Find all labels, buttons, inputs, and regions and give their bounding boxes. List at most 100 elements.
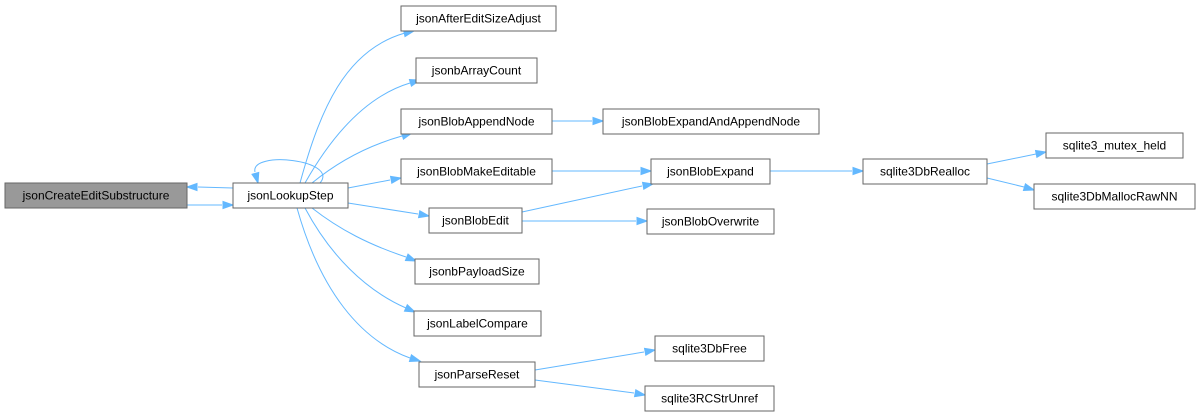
node-label: sqlite3RCStrUnref [661,392,758,406]
edge-sqlite3DbRealloc-to-sqlite3DbMallocRawNN [986,177,1036,192]
arrowhead-icon [636,216,649,226]
node-jsonLabelCompare[interactable]: jsonLabelCompare [413,310,542,337]
node-box[interactable] [4,182,188,209]
node-jsonBlobExpandAndAppendNode[interactable]: jsonBlobExpandAndAppendNode [602,108,820,135]
edge-line [311,135,403,184]
node-jsonAfterEditSizeAdjust[interactable]: jsonAfterEditSizeAdjust [400,5,557,32]
edge-jsonLookupStep-to-jsonLookupStep [251,159,324,185]
node-label: jsonbPayloadSize [428,265,525,279]
node-jsonBlobExpand[interactable]: jsonBlobExpand [650,158,771,185]
arrowhead-icon [633,388,647,398]
edge-line [311,207,407,258]
node-label: jsonBlobAppendNode [417,115,534,129]
arrowhead-icon [185,182,198,192]
nodes-layer: jsonCreateEditSubstructure jsonLookupStep… [4,5,1196,412]
node-jsonBlobAppendNode[interactable]: jsonBlobAppendNode [400,108,553,135]
arrowhead-icon [1022,182,1036,192]
node-jsonParseReset[interactable]: jsonParseReset [418,361,536,388]
arrowhead-icon [404,253,418,262]
node-jsonLookupStep[interactable]: jsonLookupStep [232,182,349,209]
arrowhead-icon [251,171,260,185]
node-jsonBlobEdit[interactable]: jsonBlobEdit [428,207,523,234]
node-box[interactable] [400,5,557,32]
edge-jsonLookupStep-to-jsonbPayloadSize [311,207,418,262]
arrowhead-icon [643,347,657,357]
edge-jsonParseReset-to-sqlite3DbFree [534,347,657,371]
node-label: jsonBlobExpandAndAppendNode [621,115,800,129]
node-box[interactable] [418,361,536,388]
node-label: jsonBlobEdit [441,214,509,228]
edge-jsonLookupStep-to-jsonCreateEditSubstructure [185,182,234,192]
node-box[interactable] [414,258,540,285]
node-box[interactable] [650,158,771,185]
node-box[interactable] [415,57,538,84]
edge-jsonBlobEdit-to-jsonBlobOverwrite [522,216,649,226]
node-box[interactable] [400,108,553,135]
edge-line [534,351,645,371]
node-label: jsonBlobExpand [666,165,754,179]
node-label: sqlite3_mutex_held [1063,139,1166,153]
edge-jsonCreateEditSubstructure-to-jsonLookupStep [187,200,235,210]
edge-line [304,82,411,184]
node-label: sqlite3DbRealloc [880,165,970,179]
arrowhead-icon [1034,149,1048,159]
edge-jsonBlobAppendNode-to-jsonBlobExpandAndAppendNode [552,116,605,126]
node-box[interactable] [428,207,523,234]
edge-line [197,186,234,189]
edge-line [986,153,1037,165]
edge-line [986,177,1025,188]
edge-line [304,207,407,309]
node-label: jsonAfterEditSizeAdjust [415,12,541,26]
node-box[interactable] [644,385,775,412]
node-jsonBlobMakeEditable[interactable]: jsonBlobMakeEditable [400,158,553,185]
edge-line [347,179,391,189]
node-box[interactable] [646,208,775,235]
node-label: sqlite3DbFree [672,342,747,356]
edge-line [347,202,419,215]
node-label: jsonParseReset [434,368,520,382]
arrowhead-icon [389,175,403,185]
node-sqlite3DbRealloc[interactable]: sqlite3DbRealloc [862,158,988,185]
edge-line [534,379,635,394]
arrowhead-icon [408,353,422,363]
node-box[interactable] [1033,183,1196,210]
node-jsonbArrayCount[interactable]: jsonbArrayCount [415,57,538,84]
node-jsonCreateEditSubstructure[interactable]: jsonCreateEditSubstructure [4,182,188,209]
node-box[interactable] [862,158,988,185]
node-label: jsonBlobOverwrite [661,215,760,229]
edge-jsonLookupStep-to-jsonBlobMakeEditable [347,175,403,189]
edge-jsonParseReset-to-sqlite3RCStrUnref [534,379,647,398]
node-box[interactable] [232,182,349,209]
arrowhead-icon [592,116,605,126]
edge-jsonBlobEdit-to-jsonBlobExpand [521,181,655,213]
node-box[interactable] [1045,132,1184,159]
node-jsonbPayloadSize[interactable]: jsonbPayloadSize [414,258,540,285]
node-label: jsonCreateEditSubstructure [22,189,170,203]
arrowhead-icon [222,200,235,210]
node-label: jsonLookupStep [246,189,333,203]
node-box[interactable] [413,310,542,337]
arrowhead-icon [403,303,417,313]
edge-line [299,32,406,184]
node-label: jsonLabelCompare [426,317,528,331]
node-jsonBlobOverwrite[interactable]: jsonBlobOverwrite [646,208,775,235]
arrowhead-icon [641,181,655,191]
edge-jsonBlobExpand-to-sqlite3DbRealloc [770,166,865,176]
node-sqlite3RCStrUnref[interactable]: sqlite3RCStrUnref [644,385,775,412]
edge-line [296,207,411,359]
edge-jsonLookupStep-to-jsonParseReset [296,207,422,363]
node-sqlite3_mutex_held[interactable]: sqlite3_mutex_held [1045,132,1184,159]
edge-line [521,185,643,213]
node-box[interactable] [400,158,553,185]
node-box[interactable] [654,335,765,362]
edge-jsonLookupStep-to-jsonBlobAppendNode [311,131,414,184]
edge-jsonLookupStep-to-jsonAfterEditSizeAdjust [299,29,416,184]
node-sqlite3DbFree[interactable]: sqlite3DbFree [654,335,765,362]
node-label: sqlite3DbMallocRawNN [1051,190,1177,204]
node-label: jsonBlobMakeEditable [416,165,536,179]
edge-jsonBlobMakeEditable-to-jsonBlobExpand [552,166,653,176]
edge-jsonLookupStep-to-jsonBlobEdit [347,202,431,219]
node-box[interactable] [602,108,820,135]
node-sqlite3DbMallocRawNN[interactable]: sqlite3DbMallocRawNN [1033,183,1196,210]
